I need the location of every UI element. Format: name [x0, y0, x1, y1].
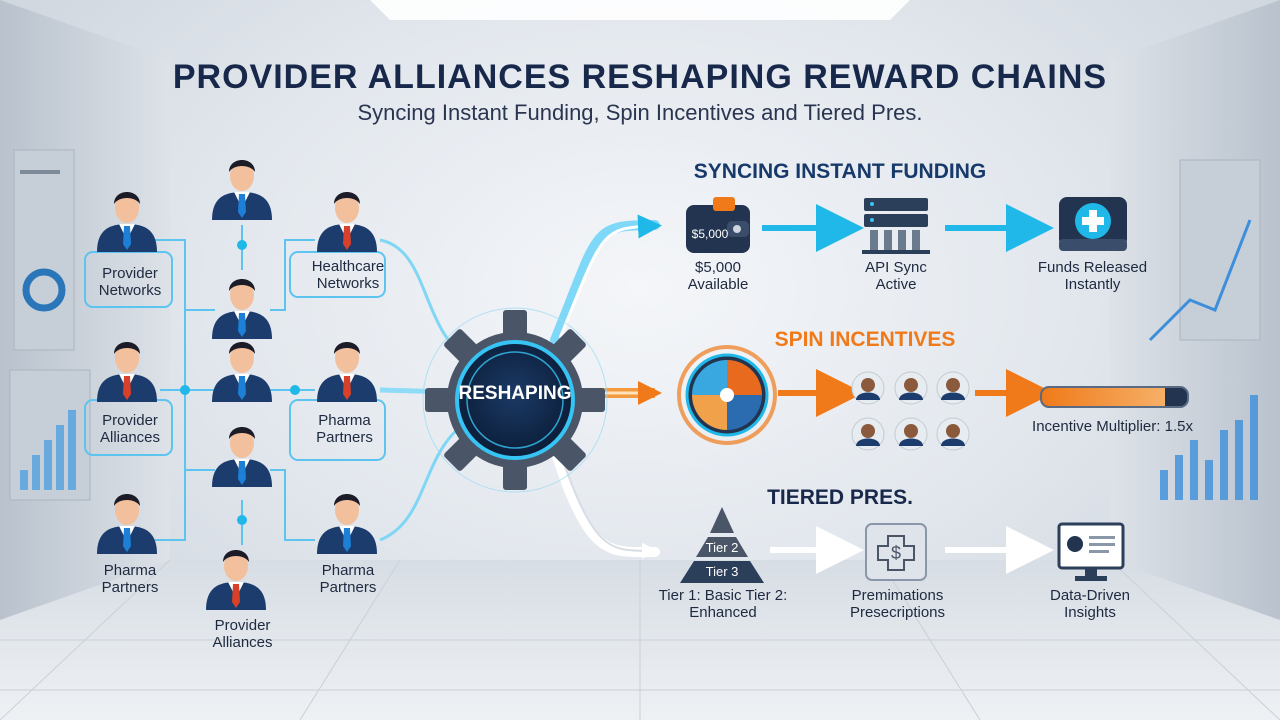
spin-wheel-icon — [677, 345, 777, 445]
label-pharma-partners: Pharma Partners — [316, 412, 373, 446]
prescription-dollar-icon: $ — [865, 523, 927, 581]
wallet-icon — [686, 197, 750, 253]
pyramid-icon — [680, 507, 764, 583]
node-dot — [290, 385, 300, 395]
connector-line — [155, 470, 186, 541]
flow-arrow-funding — [550, 220, 660, 345]
label-api-sync: API Sync Active — [865, 259, 927, 293]
avatar-icon — [936, 371, 970, 405]
label-healthcare-networks: Healthcare Networks — [311, 258, 385, 292]
section-heading-funding: SYNCING INSTANT FUNDING — [693, 160, 987, 183]
page-subtitle: Syncing Instant Funding, Spin Incentives… — [357, 100, 923, 125]
label-incentive-multiplier: Incentive Multiplier: 1.5x — [1032, 418, 1193, 435]
label-funds-available: $5,000 Available — [687, 259, 749, 293]
gear-icon — [422, 307, 608, 493]
node-dot — [180, 385, 190, 395]
connector-line — [155, 239, 215, 311]
avatar-icon — [851, 371, 885, 405]
section-heading-spin: SPIN INCENTIVES — [774, 328, 956, 351]
server-icon — [862, 198, 930, 254]
incentive-multiplier-fill — [1042, 388, 1166, 406]
node-dot — [237, 515, 247, 525]
avatar-icon — [851, 417, 885, 451]
section-heading-tiered: TIERED PRES. — [767, 486, 913, 509]
node-dot — [237, 240, 247, 250]
page-title: PROVIDER ALLIANCES RESHAPING REWARD CHAI… — [172, 58, 1108, 96]
node-frame — [84, 251, 173, 308]
label-data-insights: Data-Driven Insights — [1049, 587, 1131, 621]
tier-2-label: Tier 2 — [705, 540, 739, 555]
connector-line — [270, 469, 315, 541]
connector-line — [270, 239, 315, 311]
avatar-icon — [894, 371, 928, 405]
flow-line — [379, 418, 471, 542]
incentive-multiplier-bar — [1040, 386, 1189, 408]
medical-cross-icon — [1059, 197, 1127, 251]
svg-text:$: $ — [891, 543, 901, 563]
hub-label: RESHAPING — [458, 383, 572, 404]
tier-3-label: Tier 3 — [705, 564, 739, 579]
monitor-icon — [1057, 522, 1125, 581]
label-tier-levels: Tier 1: Basic Tier 2: Enhanced — [658, 587, 788, 621]
wallet-amount: $5,000 — [691, 227, 729, 241]
flow-arrow-tiered — [550, 445, 660, 558]
label-funds-released: Funds Released Instantly — [1037, 259, 1148, 293]
label-provider-alliances: Provider Alliances — [212, 617, 273, 651]
label-provider-networks: Provider Networks — [98, 265, 162, 299]
label-pharma-partners: Pharma Partners — [101, 562, 159, 596]
avatar-group — [851, 371, 970, 451]
node-frame — [289, 251, 386, 298]
label-provider-alliances: Provider Alliances — [99, 412, 161, 446]
label-pharma-partners: Pharma Partners — [319, 562, 377, 596]
avatar-icon — [936, 417, 970, 451]
label-prescriptions: Premimations Presecriptions — [849, 587, 946, 621]
avatar-icon — [894, 417, 928, 451]
